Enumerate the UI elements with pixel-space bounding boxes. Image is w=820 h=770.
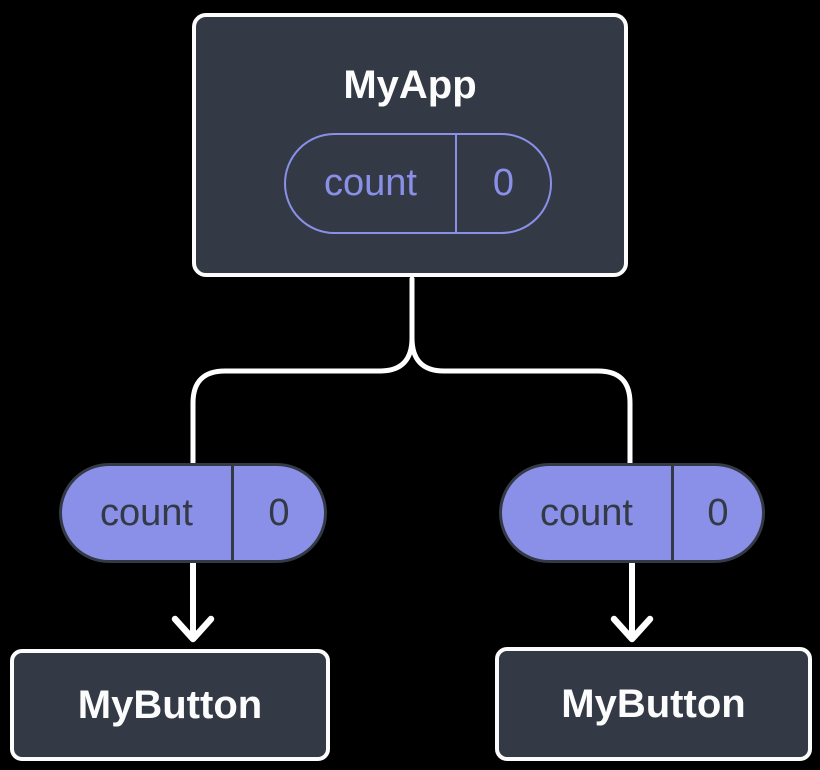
component-node-mybutton-right: MyButton bbox=[495, 647, 812, 761]
prop-name: count bbox=[100, 491, 193, 534]
prop-value: 0 bbox=[707, 491, 729, 534]
component-node-mybutton-left: MyButton bbox=[10, 649, 330, 761]
prop-pill-left: count 0 bbox=[59, 463, 327, 563]
pill-divider bbox=[231, 466, 234, 560]
connector-root-to-left-icon bbox=[190, 276, 415, 469]
prop-name: count bbox=[540, 491, 633, 534]
component-node-myapp: MyApp count 0 bbox=[192, 13, 628, 277]
state-value: 0 bbox=[492, 162, 515, 204]
connector-root-to-right-icon bbox=[409, 276, 633, 469]
component-title: MyButton bbox=[77, 682, 263, 727]
arrow-down-right-icon bbox=[610, 558, 654, 643]
prop-value: 0 bbox=[268, 491, 290, 534]
pill-divider bbox=[455, 135, 457, 232]
prop-pill-right: count 0 bbox=[499, 463, 765, 563]
component-title: MyApp bbox=[343, 63, 477, 107]
pill-divider bbox=[671, 466, 674, 560]
state-pill: count 0 bbox=[284, 133, 552, 234]
arrow-down-left-icon bbox=[171, 558, 215, 643]
state-name: count bbox=[324, 162, 417, 204]
component-title: MyButton bbox=[561, 681, 746, 726]
